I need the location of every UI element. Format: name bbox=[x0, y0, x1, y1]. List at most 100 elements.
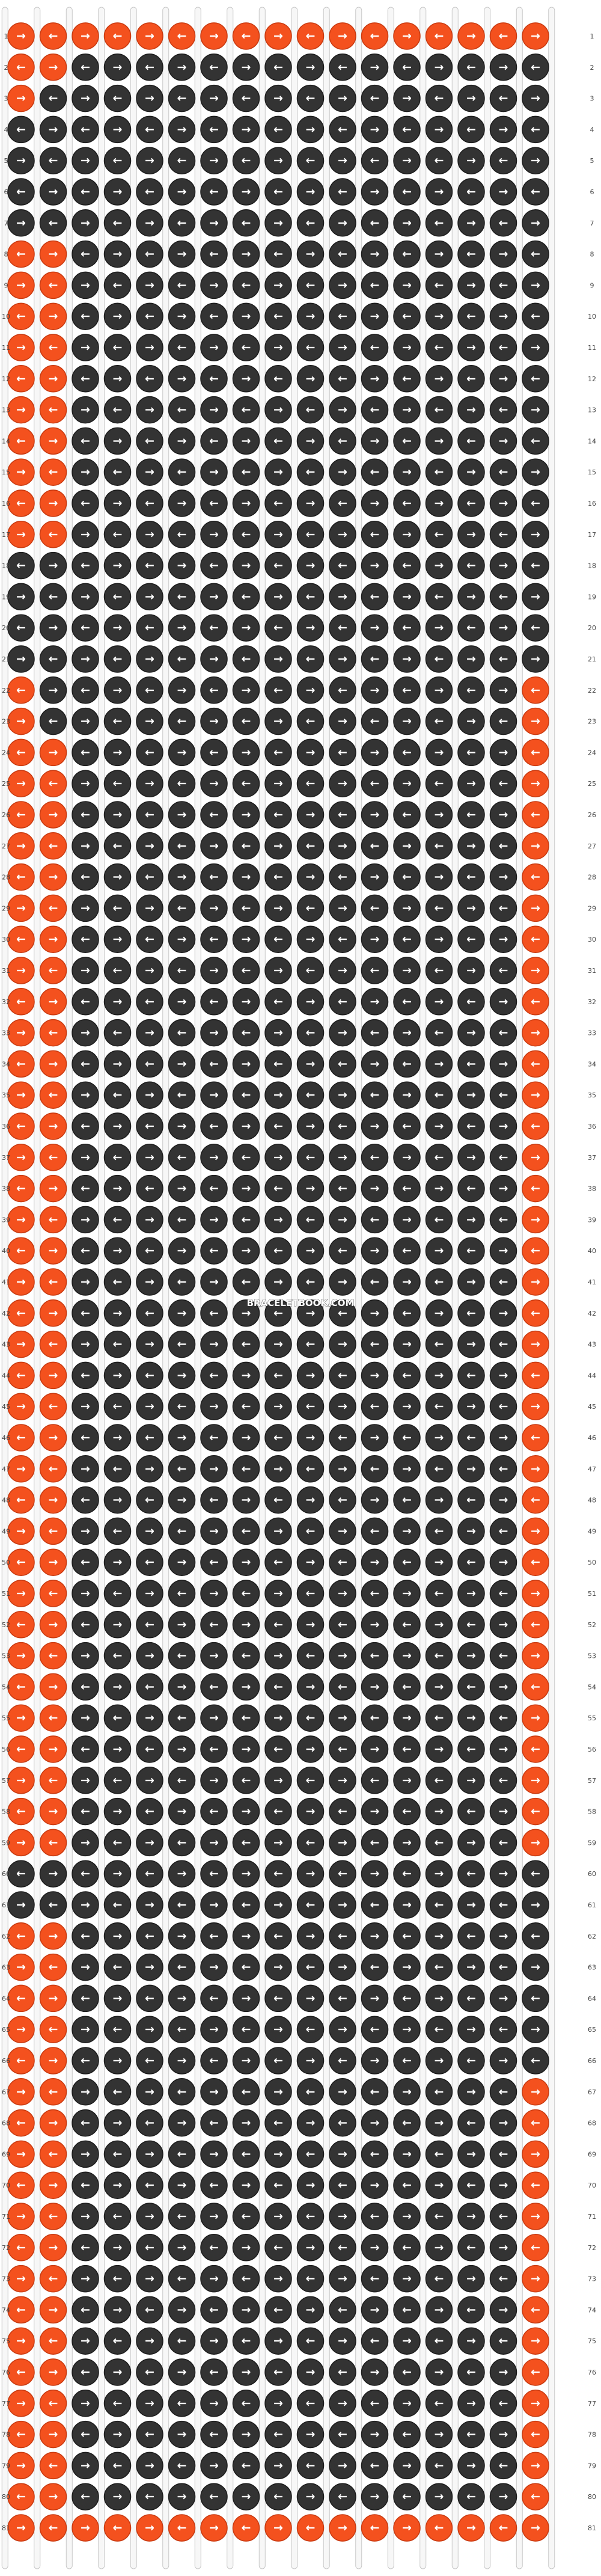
knot-dark: → bbox=[168, 2047, 196, 2075]
knot-dark: → bbox=[393, 2078, 421, 2106]
knot-arrow: → bbox=[466, 278, 476, 292]
knot-arrow: → bbox=[370, 248, 380, 261]
knot-arrow: → bbox=[242, 2366, 251, 2379]
knot-arrow: ← bbox=[402, 2241, 412, 2254]
knot-arrow: → bbox=[177, 1930, 187, 1943]
knot-dark: ← bbox=[103, 1829, 132, 1857]
knot-arrow: → bbox=[16, 154, 26, 167]
knot-arrow: → bbox=[273, 528, 283, 541]
knot-arrow: ← bbox=[499, 154, 508, 167]
knot-arrow: → bbox=[113, 1743, 123, 1756]
knot-arrow: → bbox=[531, 278, 540, 292]
knot-dark: ← bbox=[393, 365, 421, 393]
knot-arrow: → bbox=[499, 1057, 508, 1070]
knot-arrow: → bbox=[177, 123, 187, 136]
knot-arrow: → bbox=[145, 2147, 154, 2160]
knot-dark: ← bbox=[200, 2171, 228, 2199]
knot-dark: ← bbox=[39, 1891, 67, 1919]
knot-arrow: → bbox=[306, 1867, 316, 1880]
knot-dark: → bbox=[200, 1206, 228, 1234]
knot-dark: → bbox=[136, 2016, 163, 2043]
knot-arrow: ← bbox=[499, 1774, 508, 1787]
knot-dark: → bbox=[522, 396, 549, 424]
row-number-right: 62 bbox=[588, 1933, 596, 1940]
knot-dark: ← bbox=[489, 1642, 517, 1670]
knot-arrow: ← bbox=[370, 1649, 380, 1663]
knot-dark: ← bbox=[361, 1206, 389, 1234]
knot-arrow: → bbox=[338, 964, 347, 977]
knot-arrow: ← bbox=[177, 528, 187, 541]
knot-dark: ← bbox=[457, 240, 485, 268]
knot-arrow: → bbox=[81, 2459, 90, 2472]
knot-dark: → bbox=[72, 1517, 99, 1545]
knot-arrow: → bbox=[16, 1088, 26, 1102]
knot-arrow: ← bbox=[435, 715, 444, 728]
knot-arrow: ← bbox=[209, 310, 219, 323]
knot-arrow: ← bbox=[242, 777, 251, 790]
knot-dark: ← bbox=[425, 84, 453, 112]
knot-dark: → bbox=[393, 1829, 421, 1857]
knot-arrow: ← bbox=[145, 310, 154, 323]
knot-dark: ← bbox=[329, 988, 356, 1016]
knot-arrow: → bbox=[209, 1649, 219, 1663]
knot-arrow: ← bbox=[370, 1462, 380, 1476]
knot-dark: → bbox=[232, 1611, 260, 1639]
knot-dark: ← bbox=[425, 458, 453, 486]
knot-orange: ← bbox=[7, 1237, 35, 1265]
knot-arrow: ← bbox=[16, 871, 26, 884]
knot-dark: → bbox=[103, 1361, 132, 1390]
knot-dark: ← bbox=[168, 1580, 196, 1607]
knot-dark: → bbox=[200, 271, 228, 299]
knot-arrow: ← bbox=[81, 185, 90, 198]
knot-arrow: → bbox=[177, 1244, 187, 1257]
knot-arrow: ← bbox=[370, 1338, 380, 1351]
knot-arrow: → bbox=[306, 1120, 316, 1133]
knot-dark: → bbox=[361, 1797, 389, 1826]
knot-orange: → bbox=[522, 1517, 549, 1545]
knot-dark: → bbox=[200, 770, 228, 797]
knot-arrow: ← bbox=[273, 1805, 283, 1818]
knot-dark: ← bbox=[489, 2203, 517, 2230]
knot-arrow: ← bbox=[145, 808, 154, 821]
knot-orange: → bbox=[522, 1767, 549, 1794]
knot-arrow: → bbox=[306, 995, 316, 1008]
knot-arrow: ← bbox=[177, 901, 187, 915]
knot-arrow: → bbox=[81, 2210, 90, 2223]
knot-dark: → bbox=[264, 1019, 292, 1047]
knot-dark: → bbox=[425, 614, 453, 642]
knot-arrow: → bbox=[81, 2272, 90, 2286]
knot-dark: → bbox=[72, 2390, 99, 2417]
knot-arrow: ← bbox=[402, 1618, 412, 1631]
knot-dark: ← bbox=[425, 209, 453, 237]
knot-arrow: → bbox=[402, 1711, 412, 1725]
knot-arrow: → bbox=[402, 2272, 412, 2286]
knot-arrow: → bbox=[338, 1836, 347, 1849]
knot-arrow: → bbox=[81, 1462, 90, 1476]
knot-arrow: ← bbox=[113, 1961, 123, 1974]
knot-dark: ← bbox=[329, 365, 356, 393]
knot-orange: → bbox=[39, 1112, 67, 1140]
knot-arrow: → bbox=[338, 29, 347, 43]
knot-arrow: → bbox=[499, 1556, 508, 1569]
knot-arrow: → bbox=[177, 2303, 187, 2316]
row-number-right: 55 bbox=[588, 1714, 596, 1722]
knot-arrow: ← bbox=[209, 248, 219, 261]
knot-dark: → bbox=[200, 458, 228, 486]
knot-dark: → bbox=[489, 115, 517, 144]
knot-dark: → bbox=[168, 925, 196, 953]
knot-arrow: ← bbox=[16, 1057, 26, 1070]
knot-arrow: → bbox=[242, 1930, 251, 1943]
knot-dark: → bbox=[168, 2109, 196, 2137]
knot-dark: → bbox=[457, 1704, 485, 1732]
knot-dark: → bbox=[522, 583, 549, 611]
row-number-left: 64 bbox=[2, 1995, 10, 2002]
knot-arrow: ← bbox=[306, 403, 316, 417]
knot-arrow: ← bbox=[531, 1431, 540, 1444]
knot-dark: → bbox=[489, 1673, 517, 1701]
knot-arrow: ← bbox=[466, 1120, 476, 1133]
knot-arrow: ← bbox=[435, 1961, 444, 1974]
knot-dark: ← bbox=[296, 1330, 325, 1358]
knot-dark: → bbox=[329, 209, 356, 237]
knot-arrow: → bbox=[370, 808, 380, 821]
knot-dark: → bbox=[232, 738, 260, 767]
